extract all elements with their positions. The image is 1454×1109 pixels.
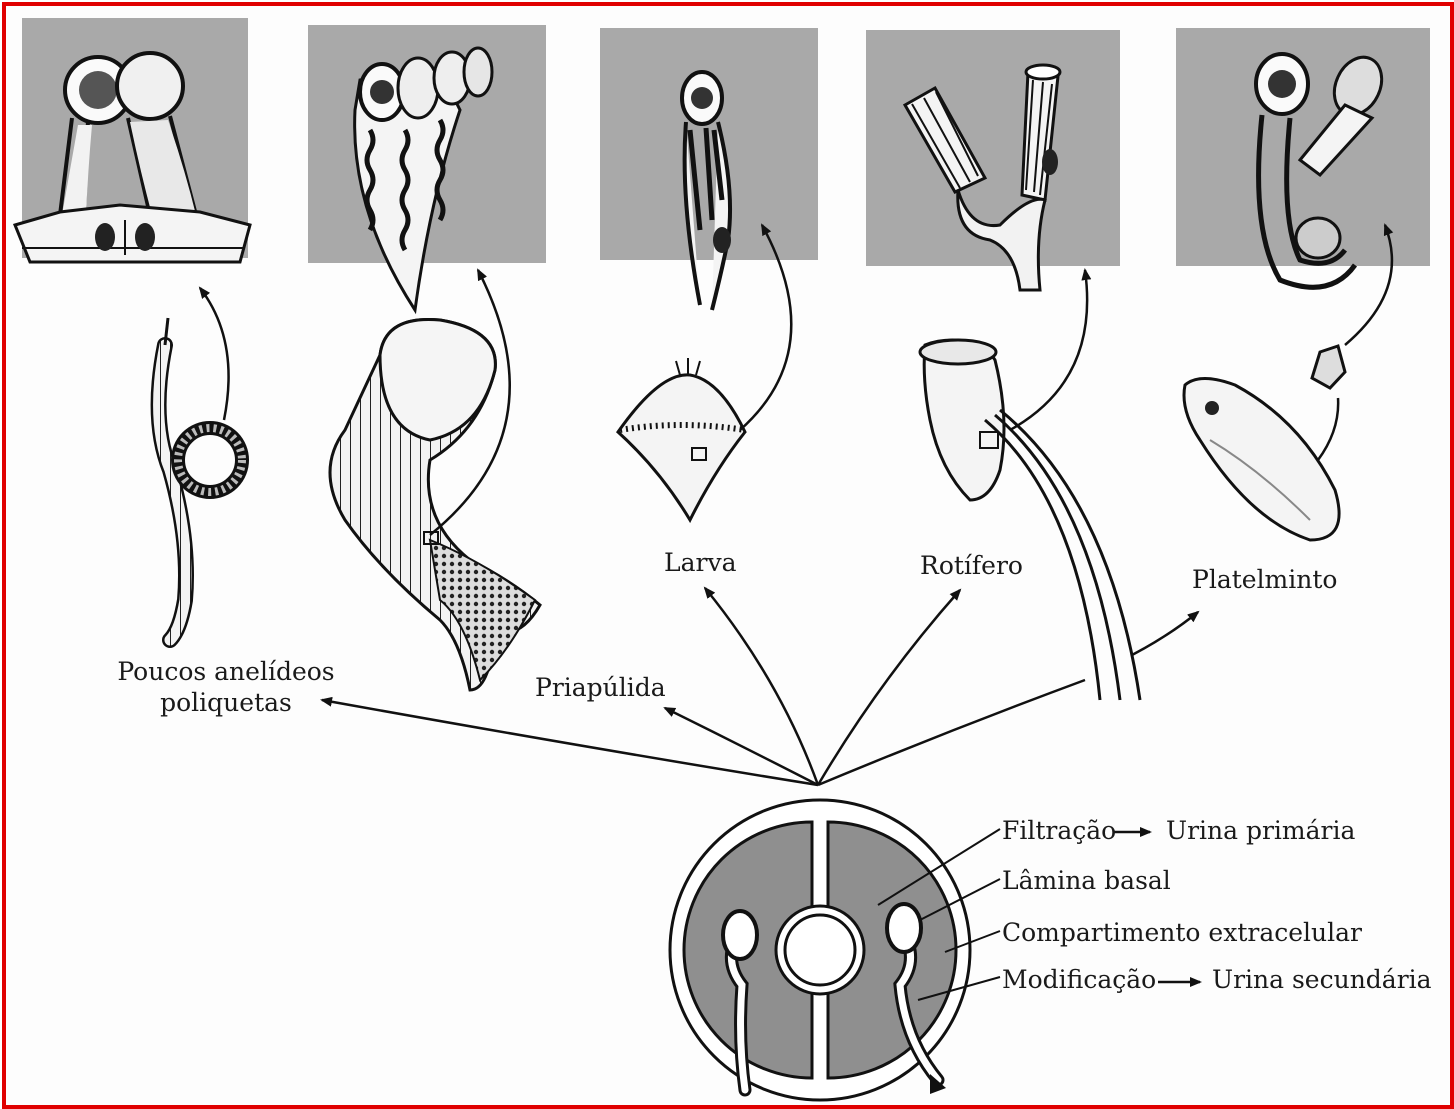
arrow-to-poliquetas <box>322 700 818 785</box>
label-larva: Larva <box>664 547 737 578</box>
annotation-compartimento: Compartimento extracelular <box>1002 917 1362 948</box>
annotation-filtracao: Filtração <box>1002 815 1116 846</box>
nucleus-icon <box>1268 70 1296 98</box>
annotation-urina-secundaria: Urina secundária <box>1212 964 1432 995</box>
rotifer-organism <box>920 340 1140 700</box>
flame-cell-cross-section <box>670 800 970 1100</box>
flatworm-organism <box>1184 346 1345 540</box>
label-priapulida: Priapúlida <box>535 672 666 703</box>
label-poliquetas: Poucos anelídeos poliquetas <box>106 656 346 718</box>
label-poliquetas-line1: Poucos anelídeos <box>106 656 346 687</box>
arrow-to-platelminto-part <box>818 680 1085 785</box>
panel-poliquetas <box>15 18 250 262</box>
label-poliquetas-line2: poliquetas <box>106 687 346 718</box>
panel-rotifero <box>866 30 1120 290</box>
annotation-lamina-basal: Lâmina basal <box>1002 865 1171 896</box>
label-rotifero: Rotífero <box>920 550 1023 581</box>
larva-organism <box>618 358 745 520</box>
arrow-poliquetas-panel <box>200 288 229 420</box>
arrow-to-platelminto <box>1132 612 1198 655</box>
label-platelminto: Platelminto <box>1192 564 1337 595</box>
nucleus-icon <box>691 87 713 109</box>
annotation-modificacao: Modificação <box>1002 964 1156 995</box>
nucleus-icon <box>370 80 394 104</box>
arrow-rotifero-panel <box>1010 270 1087 430</box>
panel-priapulida <box>308 25 546 310</box>
panel-larva <box>600 28 818 310</box>
annotation-urina-primaria: Urina primária <box>1166 815 1355 846</box>
nucleus-icon <box>79 71 117 109</box>
